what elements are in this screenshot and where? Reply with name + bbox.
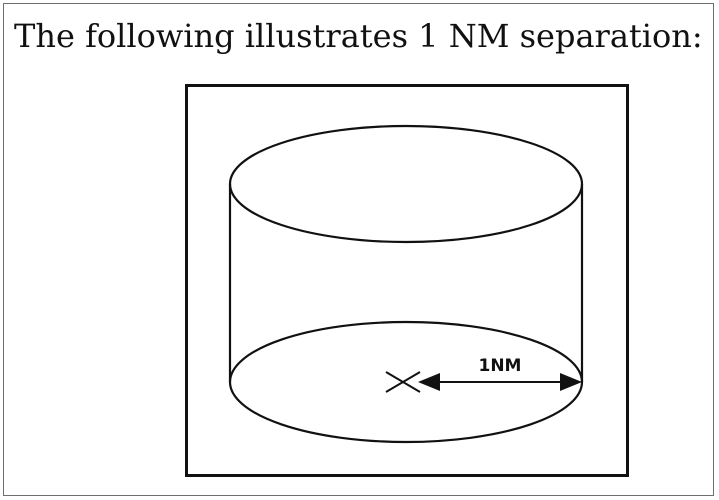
cylinder-diagram: 1NM bbox=[228, 124, 584, 444]
diagram-box: 1NM bbox=[185, 84, 629, 477]
page-heading: The following illustrates 1 NM separatio… bbox=[14, 17, 703, 55]
page-frame: The following illustrates 1 NM separatio… bbox=[3, 3, 714, 496]
cylinder-top-ellipse bbox=[228, 124, 584, 244]
center-cross-icon bbox=[385, 371, 421, 393]
distance-arrow bbox=[418, 373, 582, 391]
distance-label: 1NM bbox=[479, 356, 522, 376]
arrowhead-right-icon bbox=[560, 373, 582, 391]
arrowhead-left-icon bbox=[418, 373, 440, 391]
